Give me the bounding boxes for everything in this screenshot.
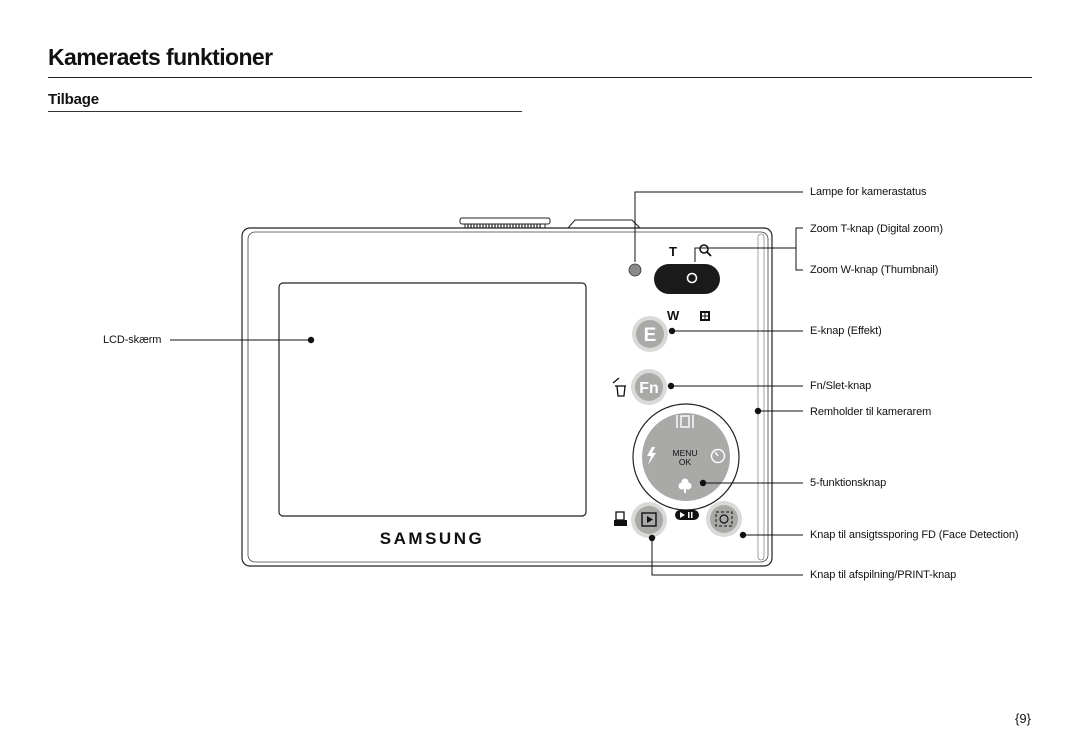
label-face-detection: Knap til ansigtssporing FD (Face Detecti… [810,529,1019,541]
section-title: Tilbage [48,91,99,108]
trash-icon [612,377,626,397]
label-five-function: 5-funktionsknap [810,477,887,489]
label-fn-button: Fn/Slet-knap [810,380,872,392]
macro-icon [678,478,692,493]
label-lcd: LCD-skærm [103,334,162,346]
brand-logo: SAMSUNG [380,529,484,548]
callout-dots [307,327,762,542]
page-title: Kameraets funktioner [48,44,273,70]
playback-button [631,502,667,538]
zoom-w-label: W [667,308,680,323]
label-zoom-w: Zoom W-knap (Thumbnail) [810,264,939,276]
label-status-lamp: Lampe for kamerastatus [810,186,927,198]
shutter-button [567,219,641,229]
section-rule [48,111,522,112]
label-zoom-t: Zoom T-knap (Digital zoom) [810,223,943,235]
self-timer-icon [710,448,726,464]
magnifier-icon [699,244,712,257]
label-e-button: E-knap (Effekt) [810,325,882,337]
thumbnail-icon [700,311,710,321]
zoom-lever [654,264,720,294]
fn-button: Fn [631,369,667,405]
callout-lines [170,191,803,576]
print-icon [614,511,627,526]
lcd-screen [278,282,587,517]
title-rule [48,77,1032,78]
e-button: E [632,316,668,352]
zoom-t-label: T [669,244,677,259]
fn-button-label: Fn [639,380,659,397]
label-strap: Remholder til kamerarem [810,406,932,418]
display-icon [676,415,694,428]
ok-label: OK [679,457,692,467]
status-lamp [628,263,642,277]
menu-label: MENU [672,448,697,458]
flash-icon [647,447,656,465]
play-pause-icon [675,510,699,520]
page-number: {9} [1015,711,1031,726]
e-button-label: E [644,325,657,346]
label-playback: Knap til afspilning/PRINT-knap [810,569,957,581]
face-detection-button [706,501,742,537]
